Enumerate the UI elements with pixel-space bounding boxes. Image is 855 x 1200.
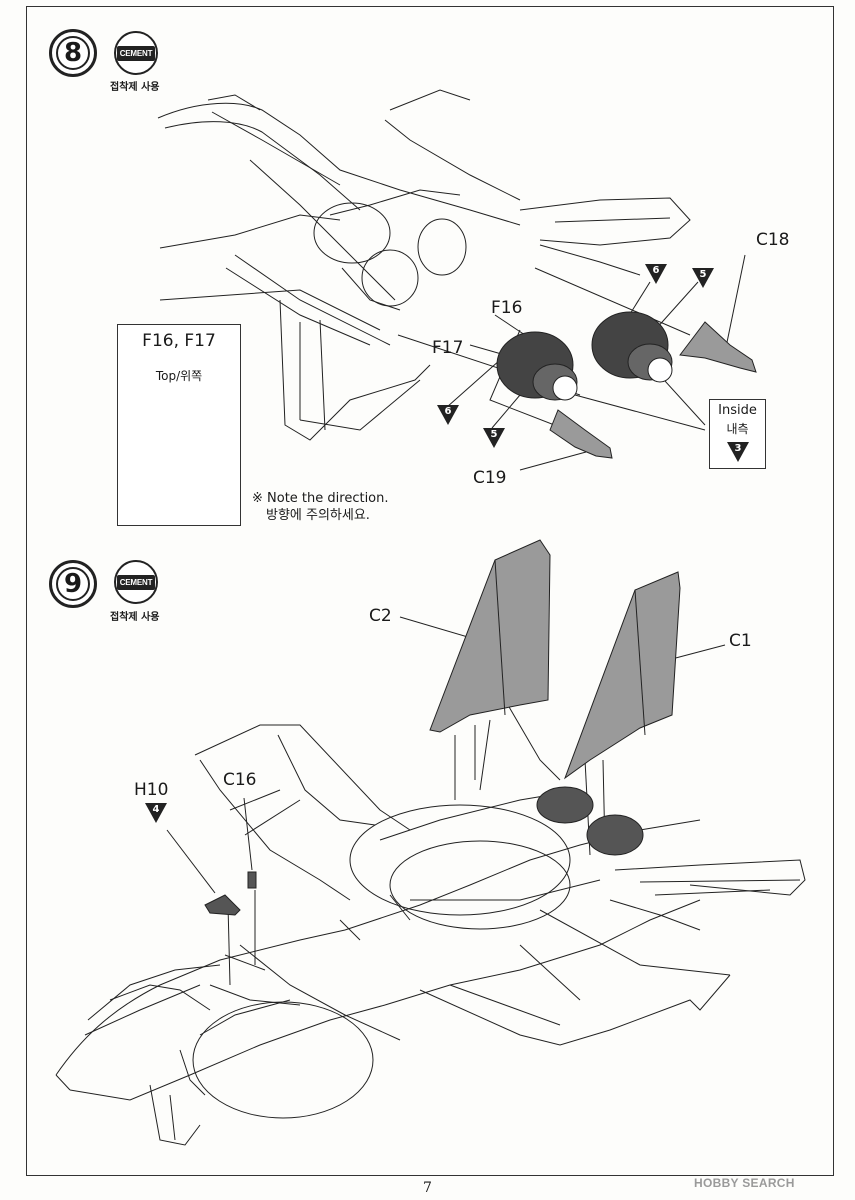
part-label-f17: F17 <box>432 338 464 358</box>
part-label-h10: H10 <box>134 780 169 800</box>
page-number: 7 <box>423 1180 432 1196</box>
part-label-f16: F16 <box>491 298 523 318</box>
watermark: HOBBY SEARCH <box>694 1176 795 1190</box>
step-number: 9 <box>56 567 90 601</box>
inset-direction-label: Top/위쪽 <box>155 369 203 383</box>
part-c18 <box>679 321 757 373</box>
part-label-c19: C19 <box>473 468 507 488</box>
part-label-c1: C1 <box>729 631 752 651</box>
paint-ref-badge: 4 <box>145 803 167 823</box>
paint-ref-badge: 5 <box>692 268 714 288</box>
cement-label: CEMENT <box>116 574 156 590</box>
paint-ref-badge: 6 <box>437 405 459 425</box>
nozzle-f17 <box>496 331 578 401</box>
paint-ref-badge: 3 <box>727 442 749 462</box>
paint-ref-badge: 6 <box>645 264 667 284</box>
nozzle-f16 <box>591 311 673 383</box>
direction-inset: F16, F17 Top/위쪽 <box>117 324 241 526</box>
part-c2 <box>429 539 551 733</box>
part-c1 <box>563 571 681 780</box>
step-number: 8 <box>56 36 90 70</box>
part-label-c2: C2 <box>369 606 392 626</box>
part-label-c16: C16 <box>223 770 257 790</box>
cement-icon: CEMENT <box>114 560 158 604</box>
part-h10 <box>204 894 241 916</box>
step-number-badge: 8 <box>49 29 97 77</box>
paint-ref-badge: 5 <box>483 428 505 448</box>
cement-caption: 접착제 사용 <box>110 612 160 623</box>
inset-title: F16, F17 <box>142 331 216 351</box>
part-c16 <box>247 871 257 889</box>
inside-callout: Inside 내측 3 <box>709 399 766 469</box>
direction-note-kr: 방향에 주의하세요. <box>266 508 370 523</box>
direction-note-en: ※ Note the direction. <box>252 491 389 506</box>
direction-note: ※ Note the direction. 방향에 주의하세요. <box>252 490 389 524</box>
inside-label-en: Inside <box>718 403 757 418</box>
inside-label-kr: 내측 <box>726 422 749 436</box>
part-c19 <box>549 409 613 459</box>
step-number-badge: 9 <box>49 560 97 608</box>
cement-caption: 접착제 사용 <box>110 82 160 93</box>
cement-label: CEMENT <box>116 45 156 61</box>
cement-icon: CEMENT <box>114 31 158 75</box>
part-label-c18: C18 <box>756 230 790 250</box>
page-frame <box>26 6 834 1176</box>
